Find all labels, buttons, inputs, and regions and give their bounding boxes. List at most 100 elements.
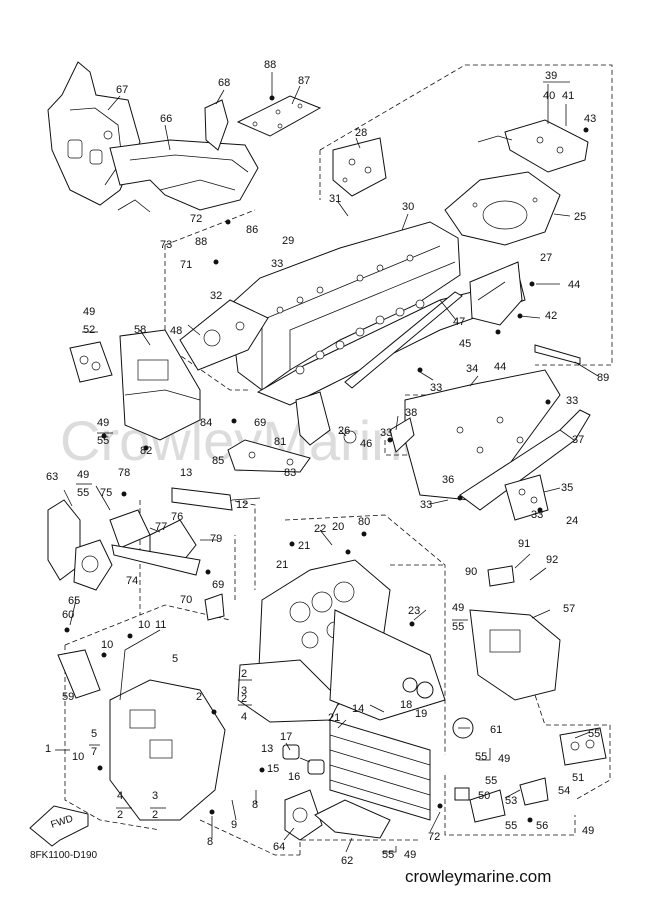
callout-49[interactable]: 49	[404, 849, 416, 861]
callout-17[interactable]: 17	[280, 731, 292, 743]
callout-78[interactable]: 78	[118, 467, 130, 479]
callout-49[interactable]: 49	[582, 825, 594, 837]
callout-43[interactable]: 43	[584, 113, 596, 125]
callout-2[interactable]: 2	[196, 691, 202, 703]
callout-75[interactable]: 75	[100, 487, 112, 499]
callout-34[interactable]: 34	[466, 363, 478, 375]
callout-80[interactable]: 80	[358, 516, 370, 528]
callout-38[interactable]: 38	[405, 407, 417, 419]
callout-74[interactable]: 74	[126, 575, 138, 587]
callout-42[interactable]: 42	[545, 310, 557, 322]
callout-90[interactable]: 90	[465, 566, 477, 578]
callout-27[interactable]: 27	[540, 252, 552, 264]
callout-3[interactable]: 3	[241, 685, 247, 697]
callout-7[interactable]: 7	[91, 746, 97, 758]
callout-88[interactable]: 88	[264, 59, 276, 71]
callout-87[interactable]: 87	[298, 75, 310, 87]
callout-58[interactable]: 58	[134, 324, 146, 336]
callout-63[interactable]: 63	[46, 471, 58, 483]
callout-8[interactable]: 8	[252, 799, 258, 811]
callout-54[interactable]: 54	[558, 785, 570, 797]
callout-70[interactable]: 70	[180, 594, 192, 606]
callout-56[interactable]: 56	[536, 820, 548, 832]
callout-85[interactable]: 85	[212, 455, 224, 467]
callout-33[interactable]: 33	[420, 499, 432, 511]
callout-2[interactable]: 2	[117, 809, 123, 821]
callout-40[interactable]: 40	[543, 90, 555, 102]
callout-3[interactable]: 3	[152, 790, 158, 802]
callout-33[interactable]: 33	[531, 509, 543, 521]
callout-51[interactable]: 51	[572, 772, 584, 784]
callout-69[interactable]: 69	[254, 417, 266, 429]
callout-59[interactable]: 59	[62, 691, 74, 703]
callout-13[interactable]: 13	[261, 743, 273, 755]
callout-13[interactable]: 13	[180, 467, 192, 479]
callout-11[interactable]: 11	[155, 619, 166, 631]
callout-83[interactable]: 83	[284, 467, 296, 479]
callout-16[interactable]: 16	[288, 771, 300, 783]
callout-55[interactable]: 55	[97, 435, 109, 447]
callout-86[interactable]: 86	[246, 224, 258, 236]
callout-18[interactable]: 18	[400, 699, 412, 711]
callout-8[interactable]: 8	[207, 836, 213, 848]
callout-92[interactable]: 92	[546, 554, 558, 566]
callout-20[interactable]: 20	[332, 521, 344, 533]
callout-77[interactable]: 77	[155, 521, 167, 533]
callout-55[interactable]: 55	[452, 621, 464, 633]
callout-55[interactable]: 55	[505, 820, 517, 832]
callout-76[interactable]: 76	[171, 511, 183, 523]
callout-68[interactable]: 68	[218, 77, 230, 89]
callout-14[interactable]: 14	[352, 703, 364, 715]
callout-64[interactable]: 64	[273, 841, 285, 853]
callout-36[interactable]: 36	[442, 474, 454, 486]
callout-41[interactable]: 41	[562, 90, 574, 102]
callout-44[interactable]: 44	[494, 361, 506, 373]
callout-24[interactable]: 24	[566, 515, 578, 527]
callout-61[interactable]: 61	[490, 724, 502, 736]
callout-4[interactable]: 4	[117, 790, 123, 802]
callout-10[interactable]: 10	[101, 639, 113, 651]
callout-26[interactable]: 26	[338, 425, 350, 437]
callout-84[interactable]: 84	[200, 417, 212, 429]
callout-49[interactable]: 49	[83, 306, 95, 318]
callout-22[interactable]: 22	[314, 523, 326, 535]
callout-71[interactable]: 71	[180, 259, 192, 271]
callout-37[interactable]: 37	[572, 434, 584, 446]
callout-30[interactable]: 30	[402, 201, 414, 213]
callout-10[interactable]: 10	[72, 751, 84, 763]
callout-45[interactable]: 45	[459, 338, 471, 350]
callout-67[interactable]: 67	[116, 84, 128, 96]
callout-53[interactable]: 53	[505, 795, 517, 807]
callout-91[interactable]: 91	[518, 538, 530, 550]
callout-2[interactable]: 2	[241, 693, 247, 705]
callout-81[interactable]: 81	[274, 436, 286, 448]
callout-19[interactable]: 19	[415, 708, 427, 720]
callout-48[interactable]: 48	[170, 325, 182, 337]
callout-62[interactable]: 62	[341, 855, 353, 867]
callout-47[interactable]: 47	[453, 316, 465, 328]
callout-39[interactable]: 39	[545, 70, 557, 82]
callout-49[interactable]: 49	[452, 602, 464, 614]
callout-50[interactable]: 50	[478, 790, 490, 802]
callout-25[interactable]: 25	[574, 211, 586, 223]
callout-44[interactable]: 44	[568, 279, 580, 291]
callout-57[interactable]: 57	[563, 603, 575, 615]
callout-55[interactable]: 55	[588, 728, 600, 740]
callout-33[interactable]: 33	[380, 427, 392, 439]
callout-35[interactable]: 35	[561, 482, 573, 494]
callout-72[interactable]: 72	[190, 213, 202, 225]
callout-49[interactable]: 49	[77, 469, 89, 481]
callout-15[interactable]: 15	[267, 763, 279, 775]
callout-32[interactable]: 32	[210, 290, 222, 302]
callout-46[interactable]: 46	[360, 438, 372, 450]
callout-82[interactable]: 82	[140, 445, 152, 457]
callout-12[interactable]: 12	[236, 499, 248, 511]
callout-29[interactable]: 29	[282, 235, 294, 247]
callout-28[interactable]: 28	[355, 127, 367, 139]
callout-5[interactable]: 5	[91, 728, 97, 740]
callout-55[interactable]: 55	[382, 849, 394, 861]
callout-9[interactable]: 9	[231, 819, 237, 831]
callout-5[interactable]: 5	[172, 653, 178, 665]
callout-21[interactable]: 21	[298, 540, 310, 552]
callout-33[interactable]: 33	[430, 382, 442, 394]
